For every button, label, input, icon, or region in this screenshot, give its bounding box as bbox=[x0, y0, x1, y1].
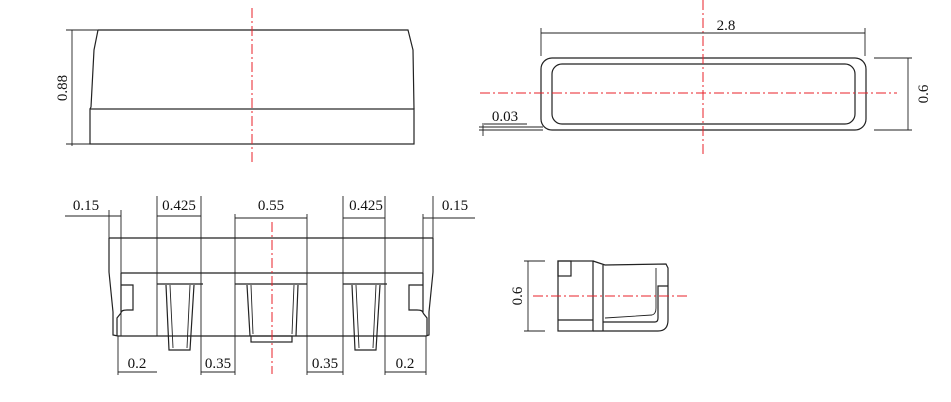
dim-label: 0.03 bbox=[492, 109, 518, 125]
dimension-height: 0.88 bbox=[55, 29, 98, 146]
bottom-view: 0.15 0.425 0.55 0.425 0.15 0.2 0.35 0.35… bbox=[65, 196, 475, 375]
dim-label: 0.425 bbox=[162, 198, 196, 214]
dimension-width: 2.8 bbox=[540, 18, 866, 56]
dimension-gap: 0.03 bbox=[479, 109, 543, 136]
dim-label: 0.2 bbox=[128, 356, 147, 372]
dim-label: 2.8 bbox=[717, 18, 736, 34]
side-view: 0.6 bbox=[510, 260, 690, 332]
dimension-height: 0.6 bbox=[510, 260, 545, 332]
bottom-dimensions: 0.2 0.35 0.35 0.2 bbox=[118, 356, 426, 373]
top-dimensions: 0.15 0.425 0.55 0.425 0.15 bbox=[65, 198, 475, 219]
dim-label: 0.425 bbox=[349, 198, 383, 214]
dim-label: 0.6 bbox=[510, 286, 526, 305]
dim-label: 0.35 bbox=[205, 356, 231, 372]
dim-label: 0.88 bbox=[55, 75, 71, 101]
front-view: 0.88 bbox=[55, 8, 415, 162]
dim-label: 0.35 bbox=[312, 356, 338, 372]
dim-label: 0.15 bbox=[73, 198, 99, 214]
dim-label: 0.6 bbox=[916, 84, 932, 103]
dim-label: 0.55 bbox=[258, 198, 284, 214]
top-view: 2.8 0.6 0.03 bbox=[479, 0, 932, 155]
dim-label: 0.2 bbox=[396, 356, 415, 372]
dimension-height: 0.6 bbox=[874, 57, 932, 131]
dim-label: 0.15 bbox=[442, 198, 468, 214]
